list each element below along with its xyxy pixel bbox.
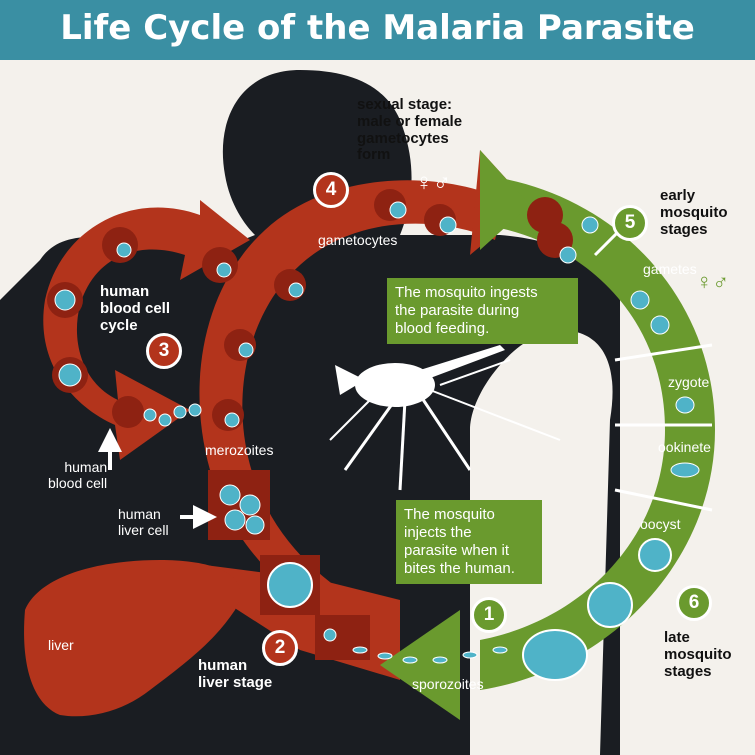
mosquito-silhouette (329, 345, 561, 491)
sexual-stage-label: sexual stage: male or female gametocytes… (357, 96, 463, 164)
stage-number-3: 3 (146, 333, 182, 369)
ingests-line-3: blood feeding. (395, 320, 490, 337)
sexual-stage-line-1: sexual stage: (357, 96, 453, 113)
stage-number-1: 1 (471, 597, 507, 633)
early-mosquito-line-1: early (660, 187, 696, 204)
blood-cycle-line-3: cycle (100, 316, 138, 334)
pointer-arrows (98, 428, 217, 529)
injects-line-2: injects the (404, 524, 472, 541)
ingests-info-box: The mosquito ingests the parasite during… (387, 278, 578, 344)
late-mosquito-stages-label: late mosquito stages (664, 629, 732, 680)
human-liver-stage-label: human liver stage (198, 657, 273, 692)
sexual-stage-line-3: gametocytes (357, 129, 449, 147)
sporozoite-chain (352, 646, 508, 664)
late-mosquito-line-1: late (664, 629, 690, 646)
late-mosquito-line-2: mosquito (664, 645, 732, 663)
human-blood-cell-label: human blood cell (48, 459, 108, 491)
human-blood-cell-line-1: human (64, 459, 108, 475)
ingests-line-2: the parasite during (395, 302, 520, 319)
parasite-cells-human (47, 189, 457, 660)
stage-number-5: 5 (612, 205, 648, 241)
sporozoites-label: sporozoites (412, 676, 484, 692)
liver-label: liver (48, 637, 74, 653)
parasite-cells-mosquito (522, 197, 700, 681)
human-liver-cell-line-1: human (118, 506, 161, 522)
blood-cell-cycle-label: human blood cell cycle (100, 283, 171, 334)
ookinete-label: ookinete (658, 439, 711, 455)
stage-number-6: 6 (676, 585, 712, 621)
human-blood-cell-line-2: blood cell (48, 474, 108, 491)
gametes-label: gametes (643, 261, 697, 277)
merozoites-label: merozoites (205, 442, 274, 458)
blood-cell-cycle-arrow (43, 200, 251, 460)
blood-cycle-line-2: blood cell (100, 299, 171, 317)
gametocytes-label: gametocytes (318, 232, 398, 248)
injects-line-3: parasite when it (404, 542, 510, 559)
early-mosquito-stages-label: early mosquito stages (660, 187, 728, 238)
early-mosquito-line-2: mosquito (660, 203, 728, 221)
injects-info-box: The mosquito injects the parasite when i… (396, 500, 542, 584)
oocyst-label: oocyst (640, 516, 681, 532)
page-title: Life Cycle of the Malaria Parasite (60, 8, 695, 48)
sexual-stage-line-4: form (357, 146, 391, 164)
late-mosquito-line-3: stages (664, 662, 712, 680)
zygote-label: zygote (668, 374, 710, 390)
human-liver-cell-line-2: liver cell (118, 521, 169, 538)
human-liver-stage-line-2: liver stage (198, 673, 273, 691)
stage-number-4: 4 (313, 172, 349, 208)
gender-symbols: ♀♂ (415, 169, 451, 196)
early-mosquito-line-3: stages (660, 220, 708, 238)
human-liver-cell-label: human liver cell (118, 506, 169, 538)
stage-number-2: 2 (262, 630, 298, 666)
ingests-line-1: The mosquito ingests (395, 284, 538, 301)
title-bar (0, 0, 755, 60)
human-liver-stage-line-1: human (198, 657, 248, 674)
blood-cycle-line-1: human (100, 283, 150, 300)
injects-line-1: The mosquito (404, 506, 495, 523)
gametes-symbols: ♀♂ (696, 269, 729, 294)
sexual-stage-line-2: male or female (357, 112, 463, 130)
injects-line-4: bites the human. (404, 560, 515, 577)
liver-shape (24, 560, 241, 717)
